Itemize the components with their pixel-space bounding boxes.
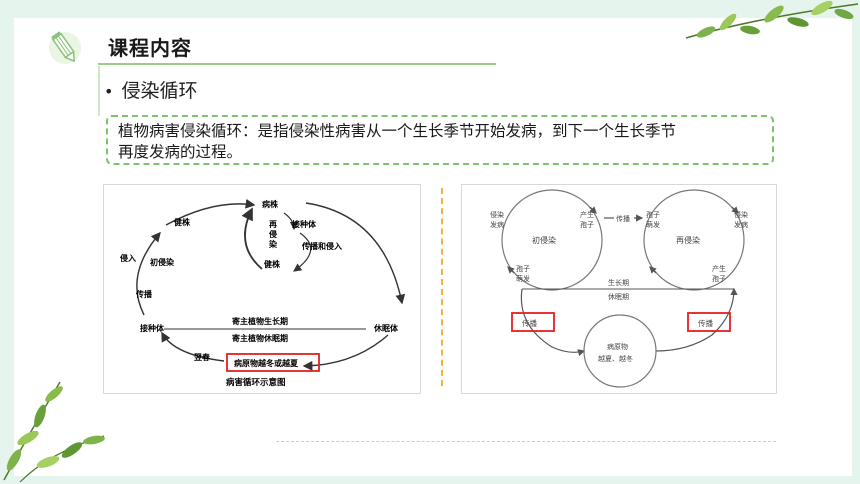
pathogen-line1: 病原物 [607, 342, 628, 351]
arrow-c1-top [589, 206, 597, 214]
produce2-line2: 孢子 [712, 274, 726, 283]
label-dormant: 休眠期 [608, 292, 629, 301]
leaf-branch-bottom-icon [3, 381, 105, 483]
tr-line1: 侵染 [734, 210, 748, 219]
node-spread-infect: 传播和侵入 [301, 241, 342, 251]
spread-mid: 传播 [616, 214, 630, 223]
arc-left-to-pathogen [551, 346, 586, 357]
reinfect-char-3: 染 [268, 239, 278, 249]
arrow-to-overwinter [302, 334, 389, 371]
label-primary: 初侵染 [532, 235, 556, 245]
tl-line1: 侵染 [490, 210, 504, 219]
spread-right: 传播 [698, 318, 713, 328]
arc-right-up [655, 287, 738, 352]
arrow-reinfection [241, 207, 263, 270]
bottom-dashed-line [276, 441, 776, 442]
disease-cycle-diagram: 病株 健株 接种体 再 侵 染 传播和侵入 健株 侵入 初侵染 传播 接种体 休… [103, 184, 421, 394]
arrow-c2-top [731, 206, 739, 214]
pathogen-circle [583, 314, 657, 388]
bullet-text: 侵染循环 [121, 80, 198, 102]
label-host-dormant: 寄主植物休眠期 [232, 333, 288, 343]
definition-line-1: 植物病害侵染循环：是指侵染性病害从一个生长季节开始发病，到下一个生长季节 [118, 122, 677, 140]
title-underline [98, 63, 496, 65]
arrow-to-dormant [305, 202, 406, 305]
label-invade: 侵入 [119, 253, 136, 263]
label-reinfect: 再侵染 [676, 235, 700, 245]
produce1-line2: 孢子 [580, 220, 594, 229]
spore-germ1-line2: 萌发 [646, 220, 660, 229]
primary-infection-circle [501, 189, 603, 291]
label-early-spring: 翌春 [194, 352, 210, 362]
node-inoculum-left: 接种体 [140, 323, 165, 333]
arrow-spring [161, 331, 225, 362]
leaf-branch-top-icon [685, 0, 859, 39]
highlight-overwinter-box [226, 353, 320, 372]
spread-left: 传播 [522, 318, 537, 328]
label-primary-infection: 初侵染 [150, 257, 175, 267]
arrow-to-diseased [165, 198, 256, 226]
spore-germ2-line2: 萌发 [516, 274, 530, 283]
produce1-line1: 产生 [580, 210, 594, 219]
bullet-dot: • [104, 82, 114, 101]
bullet-item: • 侵染循环 [104, 76, 197, 103]
center-divider [441, 188, 443, 386]
node-diseased: 病株 [262, 199, 279, 209]
arrow-c1-bottom [507, 266, 515, 274]
label-growth: 生长期 [608, 278, 629, 287]
tl-line2: 发病 [490, 220, 504, 229]
label-spread: 传播 [135, 289, 153, 299]
arrow-c2-bottom [649, 266, 657, 274]
node-overwinter: 病原物越冬或越夏 [234, 358, 299, 368]
label-host-growth: 寄主植物生长期 [232, 316, 288, 326]
tr-line2: 发病 [734, 220, 748, 229]
arrow-inoculum [283, 212, 299, 231]
definition-box: 植物病害侵染循环：是指侵染性病害从一个生长季节开始发病，到下一个生长季节 再度发… [106, 115, 774, 165]
node-healthy-2: 健株 [264, 259, 281, 269]
arc-left-down [520, 288, 553, 348]
diagram-caption: 病害循环示意图 [226, 377, 286, 388]
spore-germ2-line1: 孢子 [516, 264, 530, 273]
spore-germ1-line1: 孢子 [646, 210, 660, 219]
reinfection-circle [643, 189, 745, 291]
arrow-spread [293, 232, 312, 272]
reinfect-char-1: 再 [269, 220, 277, 229]
pencil-icon [49, 31, 81, 64]
node-inoculum-right: 接种体 [292, 219, 317, 229]
definition-line-2: 再度发病的过程。 [118, 143, 243, 161]
page-title: 课程内容 [108, 36, 192, 60]
pathogen-line2: 越夏、越冬 [598, 354, 633, 363]
highlight-spread-right [687, 312, 731, 332]
produce2-line1: 产生 [712, 264, 726, 273]
node-dormant: 休眠体 [373, 323, 399, 333]
accent-vertical-line [98, 66, 100, 116]
arrow-primary-infection [136, 231, 161, 316]
node-healthy-1: 健株 [174, 217, 191, 227]
infection-cycle-diagram: 侵染 发病 产生 孢子 传播 孢子 萌发 侵染 发病 初侵染 再侵染 孢子 萌发… [461, 184, 777, 394]
highlight-spread-left [511, 312, 555, 332]
reinfect-char-2: 侵 [268, 229, 277, 239]
